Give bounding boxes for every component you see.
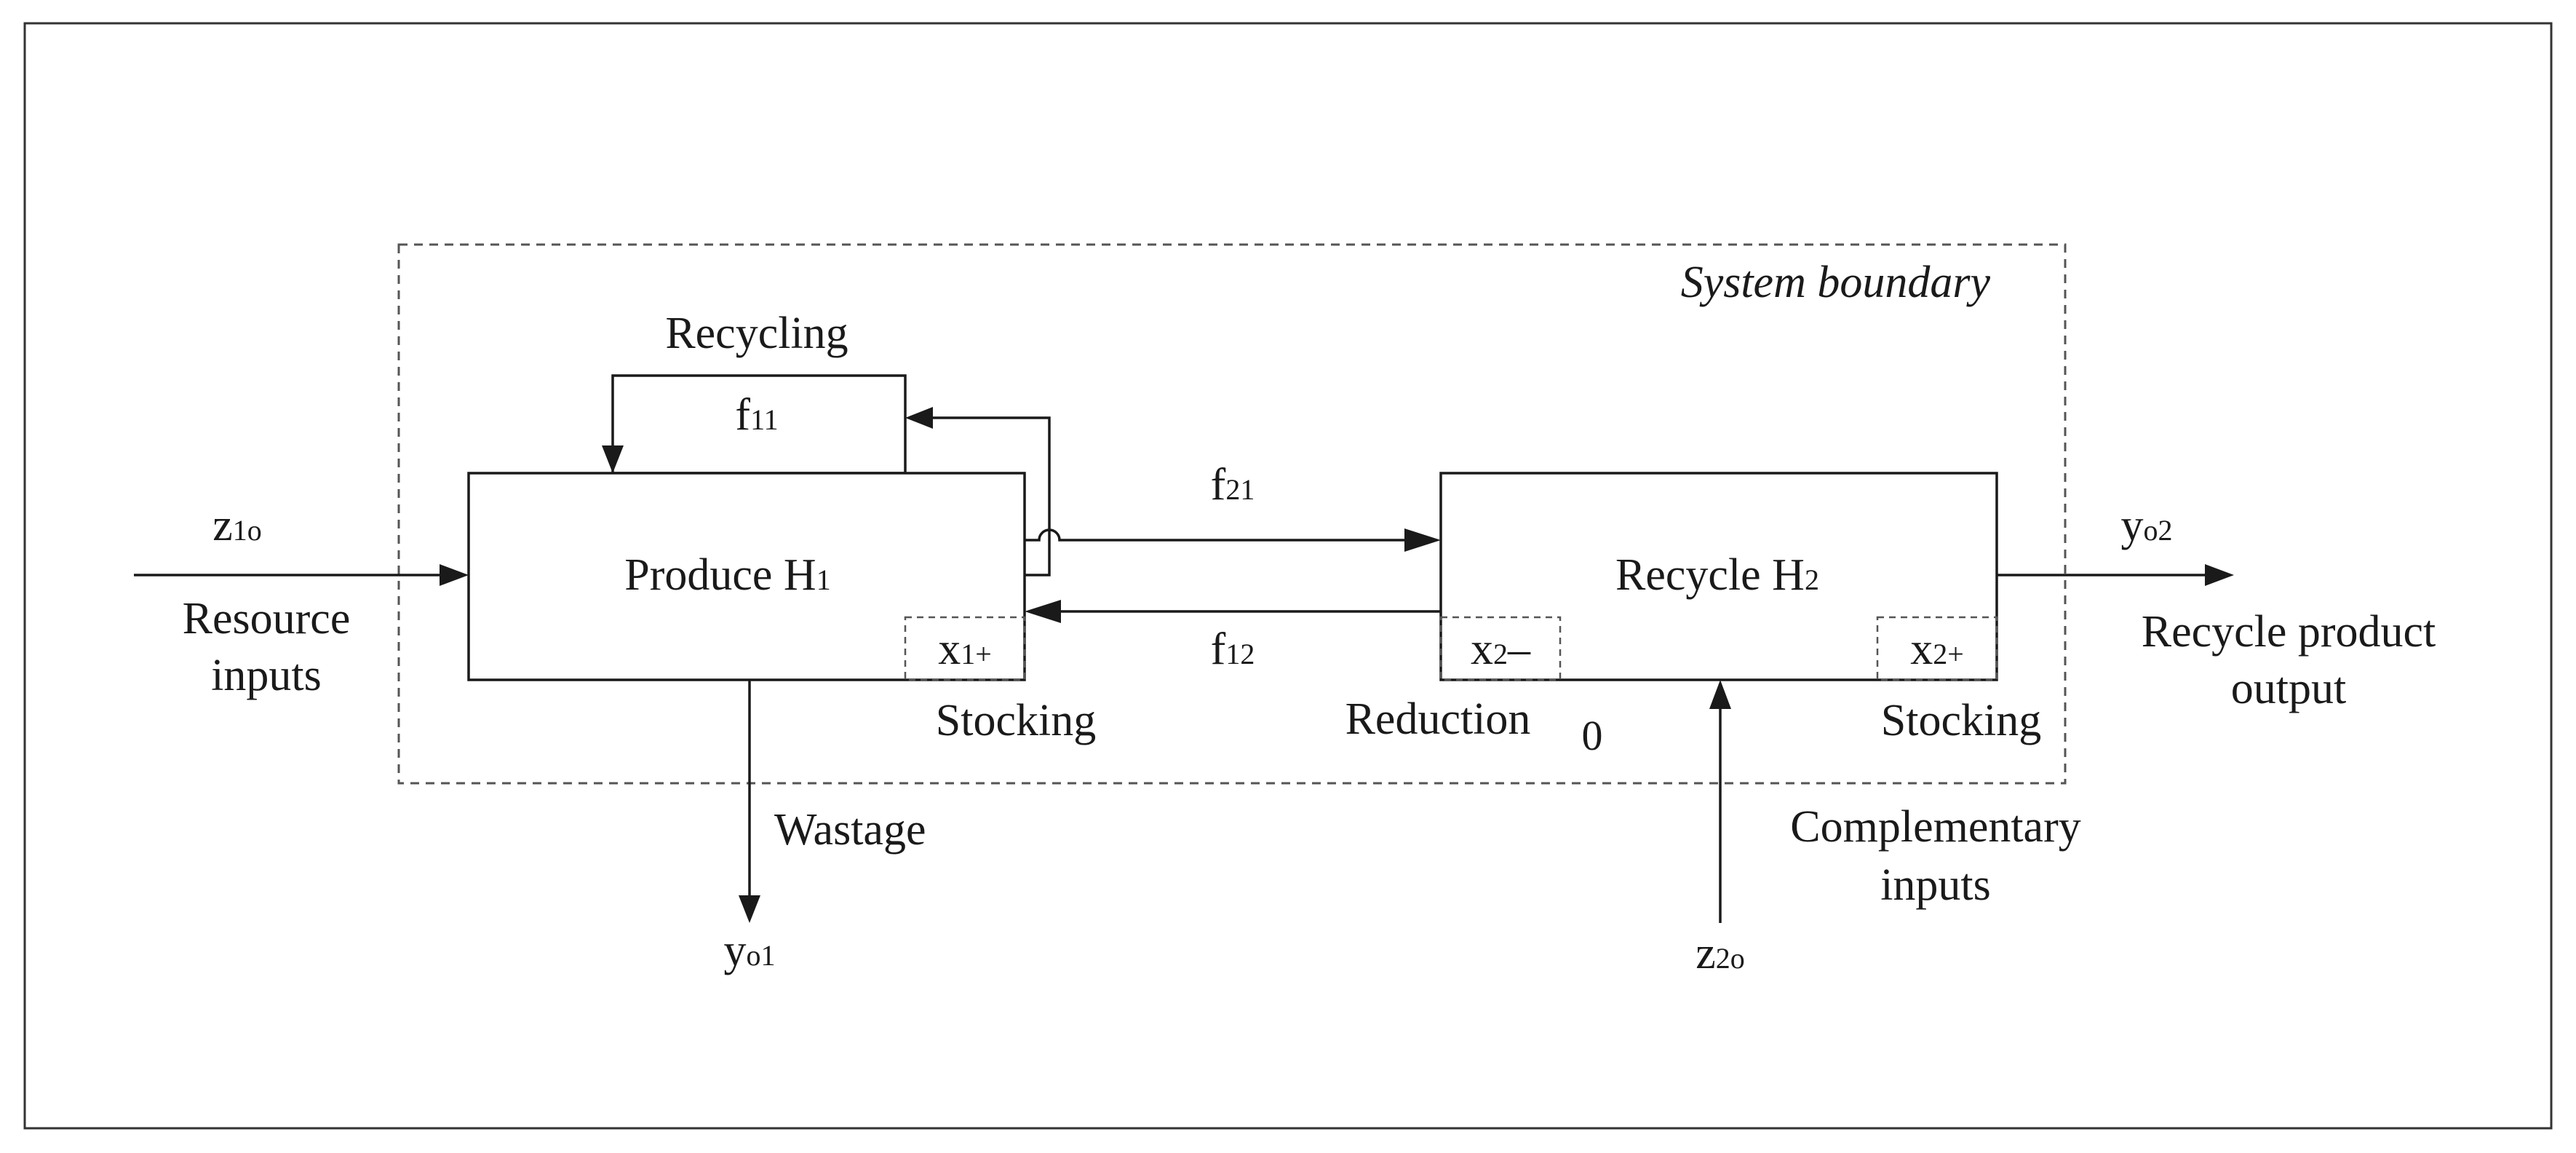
x2-plus-stock-box <box>1876 616 1998 681</box>
recycle-label: Recycle H2 <box>1615 550 1819 600</box>
wastage-label: Wastage <box>774 805 926 855</box>
arrow-head-resource-input <box>440 564 469 586</box>
recycle-box <box>1439 472 1998 681</box>
arrow-head-into-f11 <box>905 407 933 429</box>
outer-frame <box>23 22 2553 1130</box>
x2-minus-label: x2– <box>1471 625 1531 674</box>
z1o-label: z1o <box>212 501 262 550</box>
recycle-output-label: Recycle product <box>2142 607 2436 657</box>
arrow-head-f21 <box>1404 528 1441 552</box>
recycling-loop-box <box>611 374 907 475</box>
f21-label: f21 <box>1211 460 1255 510</box>
x2-minus-reduction-box <box>1439 616 1562 681</box>
arrow-head-recycle-output <box>2205 564 2234 586</box>
z2o-label: z2o <box>1696 929 1745 978</box>
complementary-inputs-label: Complementary <box>1790 802 2080 852</box>
system-boundary-label: System boundary <box>1681 258 1991 307</box>
recycle-output-label-line2: output <box>2231 664 2346 713</box>
f12-label: f12 <box>1211 625 1255 674</box>
recycling-label: Recycling <box>665 309 848 358</box>
resource-inputs-label: Resource <box>183 594 351 643</box>
stocking-label-recycle: Stocking <box>1881 696 2041 745</box>
f11-label: f11 <box>735 390 778 440</box>
arrow-head-f12 <box>1025 600 1061 623</box>
resource-inputs-label-line2: inputs <box>211 651 322 700</box>
arrow-head-complementary-input <box>1709 680 1731 709</box>
produce-label: Produce H1 <box>624 550 830 600</box>
yo2-label: yo2 <box>2121 501 2173 550</box>
x2-plus-label: x2+ <box>1910 625 1964 674</box>
arrow-head-wastage <box>739 895 760 923</box>
zero-label: 0 <box>1582 712 1603 759</box>
recycling-feedback-line <box>933 416 1051 576</box>
arrow-head-recycling-down <box>602 445 624 473</box>
x1-plus-label: x1+ <box>938 625 992 674</box>
x1-plus-stock-box <box>904 616 1026 681</box>
stocking-label-produce: Stocking <box>936 696 1096 745</box>
yo1-label: yo1 <box>724 926 776 975</box>
produce-box <box>467 472 1026 681</box>
system-boundary <box>397 243 2067 785</box>
reduction-label: Reduction <box>1345 694 1531 744</box>
f21-flow-line <box>1025 528 1404 542</box>
complementary-inputs-label-line2: inputs <box>1880 860 1991 910</box>
